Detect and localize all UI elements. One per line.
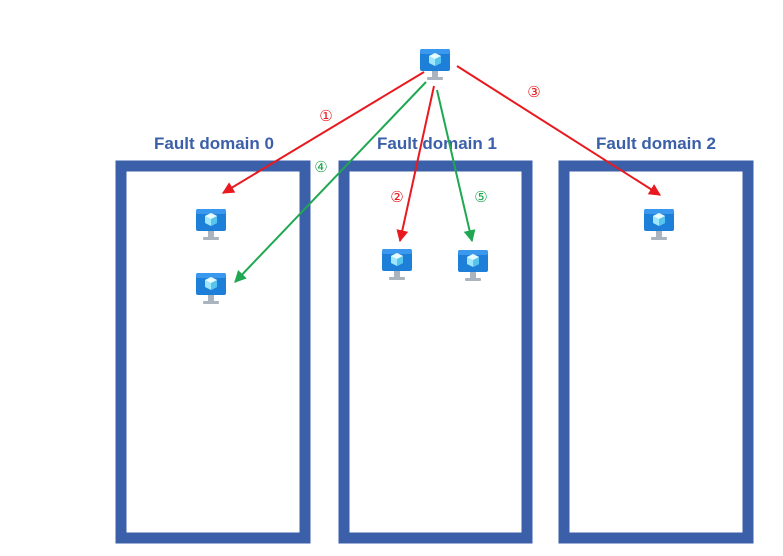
virtual-machine-icon <box>196 273 226 304</box>
fault-domain-0-box <box>115 160 311 544</box>
step-5-label: ⑤ <box>474 188 487 206</box>
placement-arrow-1 <box>221 71 425 194</box>
placement-arrow-2 <box>396 85 435 243</box>
step-1-label: ① <box>319 107 332 125</box>
virtual-machine-icon <box>420 49 450 80</box>
placement-arrow-5 <box>436 89 476 243</box>
placement-arrow-4 <box>234 81 427 283</box>
fault-domain-1-label: Fault domain 1 <box>377 134 497 153</box>
step-3-label: ③ <box>527 83 540 101</box>
placement-arrow-3 <box>456 65 662 196</box>
fault-domain-2-label: Fault domain 2 <box>596 134 716 153</box>
fault-domain-0-label: Fault domain 0 <box>154 134 274 153</box>
step-4-label: ④ <box>314 158 327 176</box>
step-2-label: ② <box>390 188 403 206</box>
virtual-machine-icon <box>196 209 226 240</box>
fault-domain-1-box <box>338 160 533 544</box>
fault-domain-2-box <box>558 160 754 544</box>
virtual-machine-icon <box>382 249 412 280</box>
virtual-machine-icon <box>644 209 674 240</box>
virtual-machine-icon <box>458 250 488 281</box>
